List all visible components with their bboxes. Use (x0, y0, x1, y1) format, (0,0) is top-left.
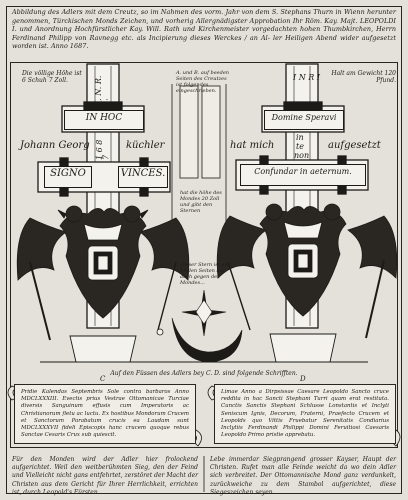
right-inri: I N R I (293, 73, 320, 82)
left-eagle (16, 205, 190, 341)
crescent-moon (171, 317, 243, 363)
right-eagle (216, 203, 398, 339)
outer-frame (6, 6, 402, 494)
hat-mich-text: hat mich (230, 140, 275, 151)
right-domine-label: Domine Speravi (264, 110, 344, 130)
center-ab-note: A. und B. auf beeden Seiten des Creutzes… (176, 70, 230, 94)
footer-verse-right: Lebe immerdar Siegprangend grosser Kayse… (210, 456, 396, 496)
left-height-note: Die völlige Höhe ist 6 Schuh 7 Zoll. (22, 70, 82, 84)
moon-note: Dieser Stern ist an beiden Seiten als au… (180, 262, 228, 286)
pedestals (40, 333, 368, 363)
footer-verse-left: Für den Monden wird der Adler hier frolo… (12, 456, 198, 496)
name-johann-georg: Johann Georg (20, 140, 90, 151)
feet-caption: Auf den Füssen des Adlers bey C. D. sind… (110, 370, 298, 377)
picture-frame (10, 62, 398, 448)
header-inscription: Abbildung des Adlers mit dem Creutz, so … (12, 8, 396, 51)
center-scroll-note: hat die höhe des Mondes 20 Zoll und gibt… (180, 190, 222, 214)
name-kuchler: küchler (126, 140, 165, 151)
left-inri: I. N. R. I. (94, 75, 110, 104)
right-te: te (296, 142, 304, 151)
scroll-left-inscription: Pridie Kalendas Septembris Sole contra b… (14, 384, 196, 444)
scroll-right-letter: D (300, 375, 306, 383)
center-columns (171, 84, 227, 240)
left-vinces-label: VINCES. (118, 166, 168, 188)
left-signo-label: SIGNO (44, 166, 92, 188)
scroll-right-inscription: Limae Anno a Dirpsissae Caesare Leopoldo… (214, 384, 396, 444)
left-in-hoc-label: IN HOC (64, 110, 144, 130)
right-weight-note: Halt am Gewicht 120 Pfund. (331, 70, 396, 84)
aufgesetzt-text: aufgesetzt (328, 140, 381, 151)
left-year-digits: 1 6 8 7 (95, 139, 111, 160)
right-in: in (296, 133, 304, 142)
right-confundar-label: Confundar in aeternum. (240, 164, 366, 186)
right-non: non (294, 151, 310, 160)
scroll-left-letter: C (100, 375, 106, 383)
star-and-moon (171, 289, 243, 363)
